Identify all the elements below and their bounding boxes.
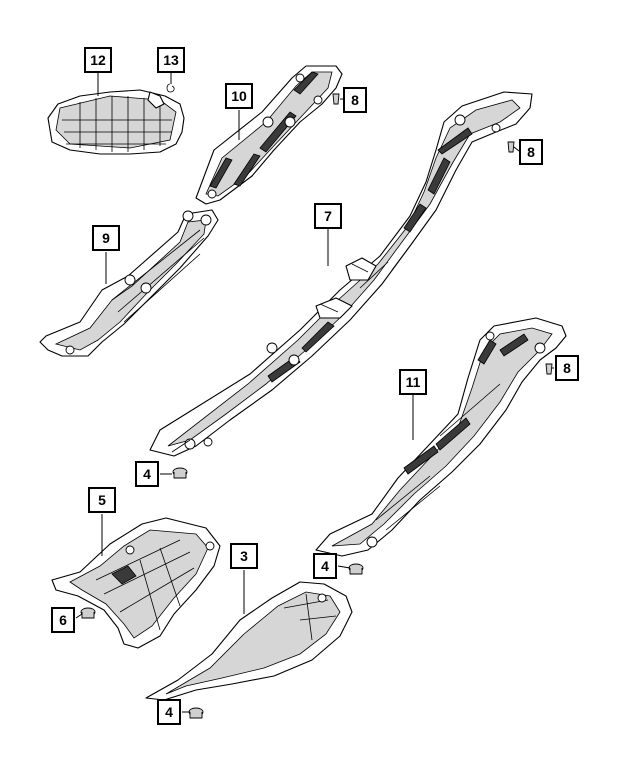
callout-label: 3 [240, 548, 248, 564]
callout-8-middle: 8 [519, 139, 543, 165]
part-6-nut [80, 607, 96, 619]
part-8-fastener-upper [332, 93, 340, 105]
callout-11: 11 [399, 369, 427, 395]
callout-label: 5 [98, 492, 106, 508]
part-3-shield [145, 581, 353, 701]
leader-lines [75, 72, 554, 713]
callout-5: 5 [88, 487, 116, 513]
callout-3: 3 [230, 543, 258, 569]
callout-label: 8 [351, 92, 359, 108]
part-11-shield [315, 317, 567, 557]
callout-7: 7 [314, 203, 342, 229]
part-4-nut-bottom [188, 707, 204, 719]
callout-label: 6 [59, 612, 67, 628]
callout-label: 7 [324, 208, 332, 224]
callout-9: 9 [92, 225, 120, 251]
callout-13: 13 [157, 47, 185, 73]
part-8-fastener-middle [507, 141, 515, 153]
callout-label: 9 [102, 230, 110, 246]
part-8-fastener-lower [545, 363, 553, 375]
part-12-heat-shield [47, 89, 185, 155]
callout-label: 4 [321, 558, 329, 574]
callout-label: 4 [143, 466, 151, 482]
callout-10: 10 [225, 83, 253, 109]
callout-4-center: 4 [135, 461, 159, 487]
callout-4-right: 4 [313, 553, 337, 579]
part-7-center-shield [149, 91, 533, 457]
callout-label: 12 [90, 52, 106, 68]
callout-8-lower: 8 [555, 355, 579, 381]
part-4-nut-center [172, 467, 188, 479]
callout-label: 8 [563, 360, 571, 376]
callout-label: 4 [165, 704, 173, 720]
callout-label: 8 [527, 144, 535, 160]
callout-label: 10 [231, 88, 247, 104]
part-5-skid-plate [51, 517, 221, 649]
part-4-nut-right [348, 563, 364, 575]
callout-label: 13 [163, 52, 179, 68]
part-13-clip [166, 83, 175, 93]
part-9-shield [39, 209, 219, 357]
callout-8-upper: 8 [343, 87, 367, 113]
part-10-shield [195, 65, 343, 205]
callout-label: 11 [406, 374, 421, 390]
callout-6: 6 [51, 607, 75, 633]
callout-12: 12 [84, 47, 112, 73]
callout-4-bottom: 4 [157, 699, 181, 725]
